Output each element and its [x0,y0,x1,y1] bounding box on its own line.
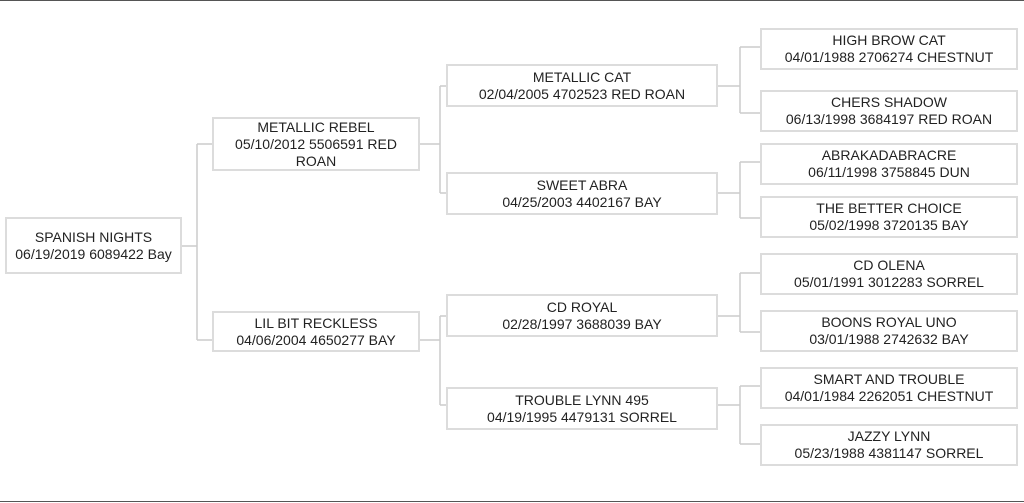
ds-dam-horse: BOONS ROYAL UNO 03/01/1988 2742632 BAY [760,310,1018,352]
dam-sire-name: CD ROYAL [546,298,618,315]
subject-name: SPANISH NIGHTS [34,228,153,245]
subject-info: 06/19/2019 6089422 Bay [15,245,172,262]
dd-dam-name: JAZZY LYNN [847,428,931,444]
ds-sire-horse: CD OLENA 05/01/1991 3012283 SORREL [760,253,1018,295]
sd-sire-horse: ABRAKADABRACRE 06/11/1998 3758845 DUN [760,143,1018,185]
ds-dam-name: BOONS ROYAL UNO [821,314,957,330]
sd-sire-name: ABRAKADABRACRE [821,147,957,163]
sire-name: METALLIC REBEL [257,118,375,135]
sire-sire-name: METALLIC CAT [532,68,632,85]
dd-dam-info: 05/23/1988 4381147 SORREL [794,445,984,461]
sire-sire-horse: METALLIC CAT 02/04/2005 4702523 RED ROAN [446,64,718,107]
ds-sire-info: 05/01/1991 3012283 SORREL [794,274,984,290]
dam-dam-info: 04/19/1995 4479131 SORREL [487,408,677,425]
ds-sire-name: CD OLENA [853,257,925,273]
sire-info: 05/10/2012 5506591 RED ROAN [235,135,397,169]
dd-sire-horse: SMART AND TROUBLE 04/01/1984 2262051 CHE… [760,367,1018,409]
sire-horse: METALLIC REBEL 05/10/2012 5506591 RED RO… [212,117,420,171]
sire-sire-info: 02/04/2005 4702523 RED ROAN [478,85,686,102]
dd-dam-horse: JAZZY LYNN 05/23/1988 4381147 SORREL [760,424,1018,466]
dam-name: LIL BIT RECKLESS [254,314,378,331]
ds-dam-info: 03/01/1988 2742632 BAY [809,331,969,347]
sd-sire-info: 06/11/1998 3758845 DUN [808,164,970,180]
dam-dam-horse: TROUBLE LYNN 495 04/19/1995 4479131 SORR… [446,387,718,430]
ss-sire-horse: HIGH BROW CAT 04/01/1988 2706274 CHESTNU… [760,28,1018,70]
dam-dam-name: TROUBLE LYNN 495 [515,391,649,408]
ss-sire-info: 04/01/1988 2706274 CHESTNUT [784,49,994,65]
top-divider [0,0,1024,1]
bottom-divider [0,501,1024,502]
sire-dam-name: SWEET ABRA [536,176,628,193]
sd-dam-info: 05/02/1998 3720135 BAY [809,217,969,233]
ss-dam-name: CHERS SHADOW [831,94,947,110]
dd-sire-name: SMART AND TROUBLE [813,371,965,387]
subject-horse: SPANISH NIGHTS 06/19/2019 6089422 Bay [5,217,182,274]
sd-dam-horse: THE BETTER CHOICE 05/02/1998 3720135 BAY [760,196,1018,238]
sd-dam-name: THE BETTER CHOICE [816,200,962,216]
ss-dam-info: 06/13/1998 3684197 RED ROAN [785,111,993,127]
ss-sire-name: HIGH BROW CAT [832,32,946,48]
dam-horse: LIL BIT RECKLESS 04/06/2004 4650277 BAY [212,311,420,352]
dam-sire-horse: CD ROYAL 02/28/1997 3688039 BAY [446,294,718,337]
sire-dam-horse: SWEET ABRA 04/25/2003 4402167 BAY [446,172,718,215]
sire-dam-info: 04/25/2003 4402167 BAY [502,193,662,210]
dam-sire-info: 02/28/1997 3688039 BAY [502,315,662,332]
dd-sire-info: 04/01/1984 2262051 CHESTNUT [784,388,994,404]
ss-dam-horse: CHERS SHADOW 06/13/1998 3684197 RED ROAN [760,90,1018,132]
dam-info: 04/06/2004 4650277 BAY [236,331,396,348]
